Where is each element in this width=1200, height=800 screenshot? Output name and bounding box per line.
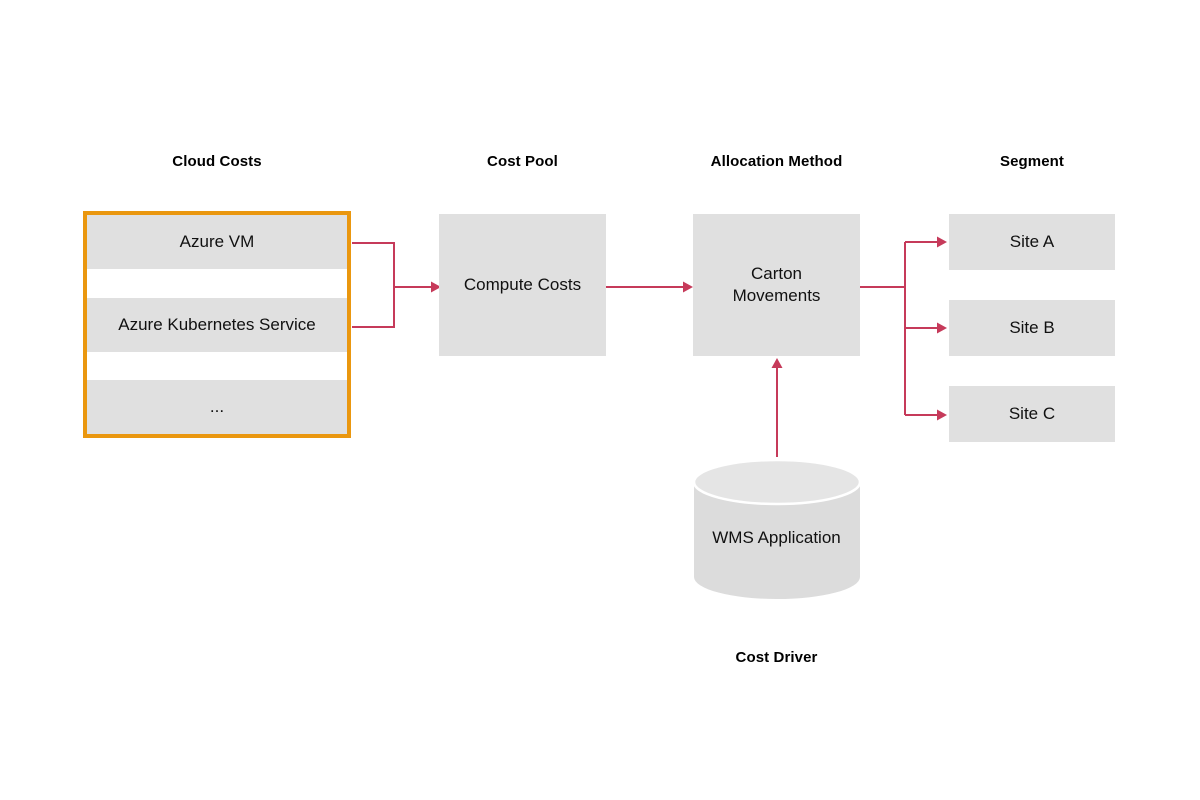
node-site-b: Site B <box>949 300 1115 356</box>
node-azure-kubernetes-service-label: Azure Kubernetes Service <box>118 314 316 334</box>
node-site-a-label: Site A <box>1009 232 1055 251</box>
node-site-a: Site A <box>949 214 1115 270</box>
arrowhead-to-site-c <box>937 409 947 421</box>
cylinder-top <box>692 458 862 506</box>
node-compute-costs: Compute Costs <box>439 214 606 356</box>
node-carton-movements: Carton Movements <box>693 214 860 356</box>
header-cost-driver: Cost Driver <box>735 649 818 666</box>
header-allocation-method: Allocation Method <box>710 153 843 170</box>
cloud-costs-group: Azure VM Azure Kubernetes Service ... <box>83 211 351 438</box>
arrowhead-driver-to-allocation <box>771 358 783 368</box>
header-cost-pool: Cost Pool <box>487 153 558 170</box>
cylinder-bottom <box>694 555 860 599</box>
node-azure-vm: Azure VM <box>87 215 347 269</box>
node-wms-application-label: WMS Application <box>712 528 841 547</box>
header-segment: Segment <box>999 153 1065 170</box>
connector-allocation-branch <box>860 242 906 415</box>
arrowhead-to-site-a <box>937 236 947 248</box>
arrowhead-to-site-b <box>937 322 947 334</box>
node-azure-kubernetes-service: Azure Kubernetes Service <box>87 297 347 352</box>
node-site-c-label: Site C <box>1008 404 1056 423</box>
node-compute-costs-label: Compute Costs <box>463 275 582 294</box>
node-carton-movements-label: Carton Movements <box>732 264 821 305</box>
arrowhead-pool-to-allocation <box>683 281 693 293</box>
header-cloud-costs: Cloud Costs <box>172 153 262 170</box>
connector-cloud-join <box>352 242 395 328</box>
node-site-c: Site C <box>949 386 1115 442</box>
node-azure-vm-label: Azure VM <box>179 232 255 251</box>
node-site-b-label: Site B <box>1009 318 1055 337</box>
node-cloud-costs-ellipsis: ... <box>87 380 347 434</box>
node-cloud-costs-ellipsis-label: ... <box>209 397 225 416</box>
